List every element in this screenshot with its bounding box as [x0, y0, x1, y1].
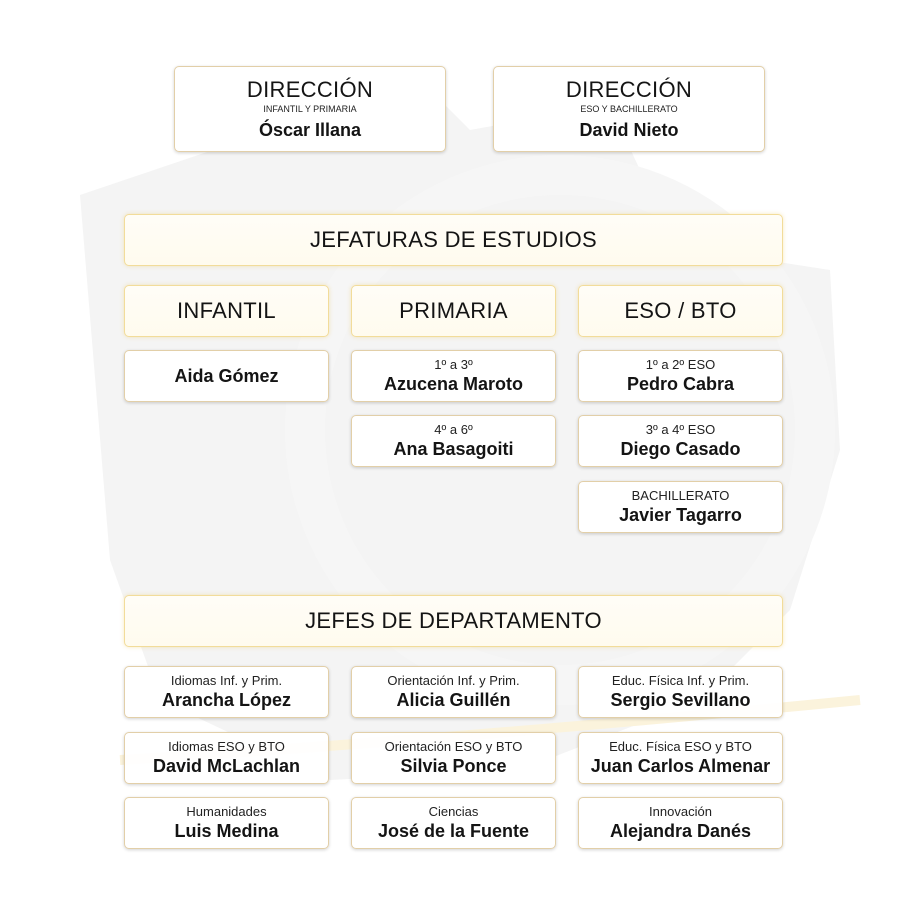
jefaturas-header: JEFATURAS DE ESTUDIOS: [124, 214, 783, 266]
dept-card: Ciencias José de la Fuente: [351, 797, 556, 849]
dept-role: Educ. Física Inf. y Prim.: [611, 673, 750, 688]
dept-role: Idiomas ESO y BTO: [168, 739, 285, 754]
person-role: 1º a 2º ESO: [645, 357, 716, 372]
person-name: Ana Basagoiti: [393, 439, 514, 459]
dept-card: Idiomas Inf. y Prim. Arancha López: [124, 666, 329, 718]
person-role: 3º a 4º ESO: [645, 422, 716, 437]
departamentos-header: JEFES DE DEPARTAMENTO: [124, 595, 783, 647]
direction-subtitle: ESO Y BACHILLERATO: [580, 104, 678, 114]
dept-name: Silvia Ponce: [400, 756, 507, 776]
person-name: Diego Casado: [620, 439, 741, 459]
person-role: 4º a 6º: [434, 422, 473, 437]
col-header-eso-bto: ESO / BTO: [578, 285, 783, 337]
dept-card: Educ. Física Inf. y Prim. Sergio Sevilla…: [578, 666, 783, 718]
person-card: 4º a 6º Ana Basagoiti: [351, 415, 556, 467]
dept-name: Alicia Guillén: [396, 690, 511, 710]
direction-title: DIRECCIÓN: [565, 77, 693, 102]
direction-infantil-box: DIRECCIÓN INFANTIL Y PRIMARIA Óscar Illa…: [174, 66, 446, 152]
person-name: Pedro Cabra: [626, 374, 735, 394]
person-name: Azucena Maroto: [383, 374, 524, 394]
direction-name: Óscar Illana: [258, 120, 362, 140]
dept-card: Innovación Alejandra Danés: [578, 797, 783, 849]
dept-card: Humanidades Luis Medina: [124, 797, 329, 849]
departamentos-title: JEFES DE DEPARTAMENTO: [305, 608, 602, 633]
dept-role: Educ. Física ESO y BTO: [609, 739, 752, 754]
person-card: 3º a 4º ESO Diego Casado: [578, 415, 783, 467]
dept-role: Humanidades: [186, 804, 267, 819]
dept-name: Sergio Sevillano: [610, 690, 751, 710]
dept-name: José de la Fuente: [377, 821, 530, 841]
direction-eso-box: DIRECCIÓN ESO Y BACHILLERATO David Nieto: [493, 66, 765, 152]
col-header-primaria: PRIMARIA: [351, 285, 556, 337]
dept-role: Innovación: [649, 804, 712, 819]
dept-card: Orientación Inf. y Prim. Alicia Guillén: [351, 666, 556, 718]
dept-name: Alejandra Danés: [609, 821, 752, 841]
col-label: PRIMARIA: [399, 298, 508, 323]
dept-role: Orientación ESO y BTO: [384, 739, 523, 754]
jefaturas-title: JEFATURAS DE ESTUDIOS: [309, 227, 598, 252]
col-label: ESO / BTO: [624, 298, 737, 323]
dept-role: Ciencias: [428, 804, 479, 819]
person-name: Javier Tagarro: [619, 505, 742, 525]
dept-card: Educ. Física ESO y BTO Juan Carlos Almen…: [578, 732, 783, 784]
dept-name: Juan Carlos Almenar: [590, 756, 771, 776]
dept-card: Orientación ESO y BTO Silvia Ponce: [351, 732, 556, 784]
dept-name: Arancha López: [161, 690, 292, 710]
person-role: 1º a 3º: [434, 357, 473, 372]
dept-name: Luis Medina: [174, 821, 279, 841]
person-card: Aida Gómez: [124, 350, 329, 402]
col-label: INFANTIL: [177, 298, 276, 323]
person-name: Aida Gómez: [174, 365, 279, 386]
direction-title: DIRECCIÓN: [246, 77, 374, 102]
person-card: BACHILLERATO Javier Tagarro: [578, 481, 783, 533]
dept-role: Idiomas Inf. y Prim.: [170, 673, 283, 688]
dept-name: David McLachlan: [152, 756, 301, 776]
person-card: 1º a 3º Azucena Maroto: [351, 350, 556, 402]
dept-role: Orientación Inf. y Prim.: [387, 673, 520, 688]
person-role: BACHILLERATO: [631, 488, 730, 503]
dept-card: Idiomas ESO y BTO David McLachlan: [124, 732, 329, 784]
col-header-infantil: INFANTIL: [124, 285, 329, 337]
direction-name: David Nieto: [579, 120, 679, 140]
direction-subtitle: INFANTIL Y PRIMARIA: [263, 104, 357, 114]
person-card: 1º a 2º ESO Pedro Cabra: [578, 350, 783, 402]
